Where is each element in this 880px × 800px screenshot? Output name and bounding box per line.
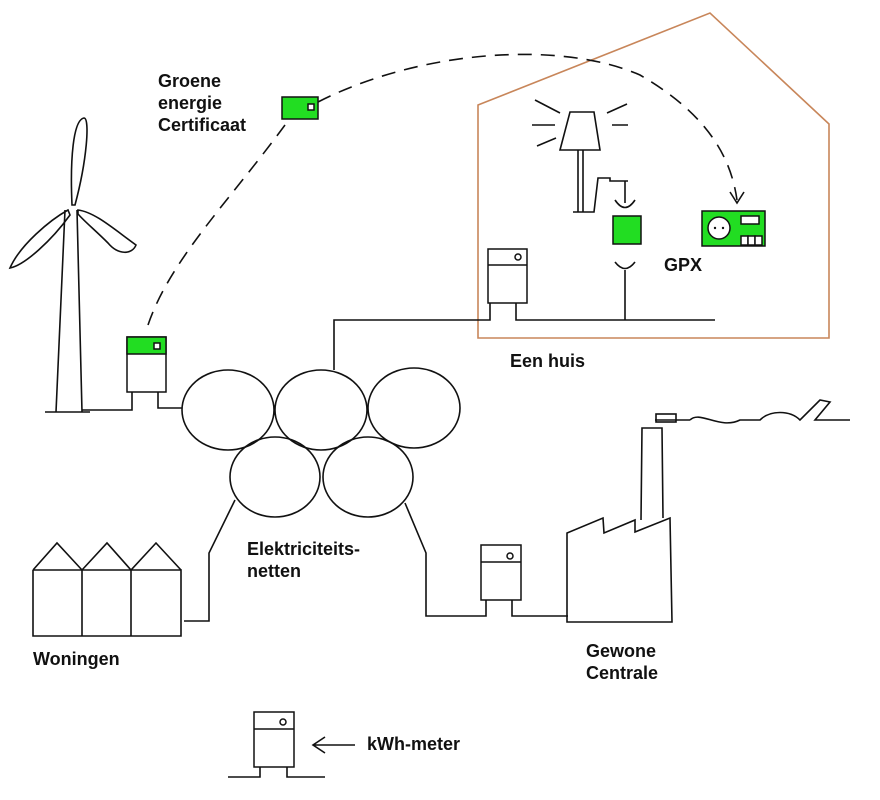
house-kwh-meter [487,248,528,304]
plant-label: Gewone Centrale [586,641,659,683]
wind-turbine-icon [8,117,137,413]
wire-grid-house [333,302,715,370]
house-outline [477,12,830,339]
arrow-to-gpx-icon [729,191,745,205]
legend-arrow-icon [311,736,355,754]
certificate-badge [281,96,319,120]
house-label: Een huis [510,351,586,371]
legend-label: kWh-meter [367,734,461,754]
plug-lower-icon [614,261,636,320]
certificate-badge-dot [307,103,315,111]
wire-homes-grid [184,499,236,622]
grid-label: Elektriciteits- netten [247,539,361,581]
wire-turbine-meter [82,392,133,411]
gpx-device-icon [701,210,766,247]
homes-icon [32,541,182,637]
green-socket-icon [612,215,642,245]
plant-kwh-meter [480,544,522,601]
power-plant-icon [566,399,850,623]
plug-icon [614,181,636,209]
legend-kwh-meter [228,711,325,778]
certificate-path [147,124,286,326]
gpx-label: GPX [664,255,703,275]
lamp-icon [532,99,628,213]
green-kwh-meter [126,336,182,409]
electricity-grid [181,367,461,518]
certificate-path-to-gpx [317,53,738,201]
homes-label: Woningen [33,649,120,669]
certificate-label: Groene energie Certificaat [158,71,247,135]
wire-grid-plant [404,502,568,617]
